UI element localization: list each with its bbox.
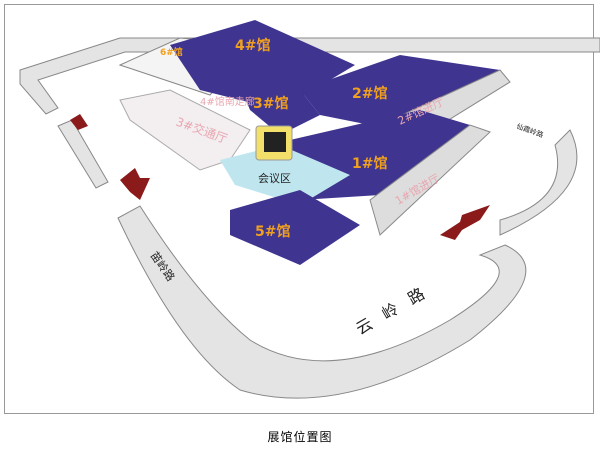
entrance-arrow-east: [440, 205, 490, 240]
map-frame: [4, 4, 594, 414]
corridor-label: 4#馆南走廊: [200, 95, 255, 108]
meeting-icon-seats: [264, 132, 286, 152]
road-xianxialing-label: 仙霞岭路: [515, 121, 544, 139]
hall-4-label: 4#馆: [235, 37, 270, 54]
road-west-stub: [57, 119, 109, 189]
road-yunling-label: 云岭路: [353, 277, 440, 338]
hall-5: [230, 190, 360, 265]
hall-2-upper: [300, 55, 500, 135]
road-xianxialing: [499, 129, 578, 236]
road-north: [19, 37, 600, 115]
hall-6-label: 6#馆: [160, 46, 183, 58]
entrance-arrow-north: [70, 114, 88, 130]
hall-2-label: 2#馆: [352, 85, 387, 102]
hall-3-label: 3#馆: [253, 95, 288, 112]
meeting-area: [220, 145, 350, 205]
hall-1-lobby-floor: [369, 124, 491, 236]
hall-5-label: 5#馆: [255, 223, 290, 240]
hall-1-label: 1#馆: [352, 155, 387, 172]
road-yunling-miaoling: [117, 205, 527, 399]
entrance-arrow-west: [120, 168, 150, 200]
hall-3: [240, 85, 320, 135]
map-caption: 展馆位置图: [267, 430, 333, 444]
meeting-area-label: 会议区: [258, 172, 291, 185]
